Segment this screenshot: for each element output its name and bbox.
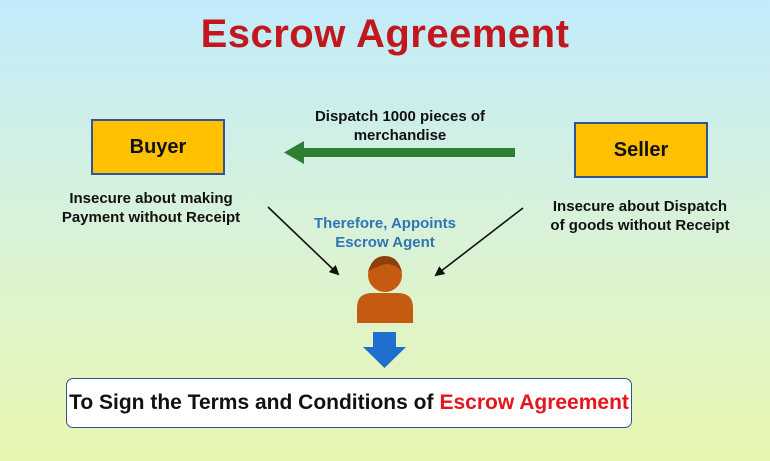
dispatch-note-line2: merchandise (353, 127, 447, 144)
dispatch-note-line1: Dispatch 1000 pieces of (314, 108, 486, 125)
arrow-left-icon (284, 141, 515, 164)
dispatch-note: Dispatch 1000 pieces of merchandise (300, 107, 500, 145)
agent-note: Therefore, Appoints Escrow Agent (300, 214, 470, 252)
person-icon (357, 256, 413, 323)
agreement-text: To Sign the Terms and Conditions of (69, 391, 434, 414)
diagram-title: Escrow Agreement (200, 12, 570, 56)
buyer-note-line1: Insecure about making (69, 190, 233, 207)
buyer-box: Buyer (91, 119, 225, 175)
buyer-note-line2: Payment without Receipt (61, 209, 241, 226)
agent-note-line1: Therefore, Appoints (314, 215, 456, 232)
seller-note-line2: of goods without Receipt (550, 217, 730, 234)
agreement-box: To Sign the Terms and Conditions of Escr… (66, 378, 632, 428)
seller-note-line1: Insecure about Dispatch (552, 198, 728, 215)
buyer-note: Insecure about making Payment without Re… (52, 189, 250, 227)
seller-to-agent-arrow (434, 207, 524, 277)
arrow-down-icon (363, 332, 406, 368)
buyer-to-agent-arrow (267, 206, 340, 276)
seller-note: Insecure about Dispatch of goods without… (540, 197, 740, 235)
agreement-highlight: Escrow Agreement (439, 391, 629, 414)
seller-box: Seller (574, 122, 708, 178)
agent-note-line2: Escrow Agent (335, 234, 435, 251)
